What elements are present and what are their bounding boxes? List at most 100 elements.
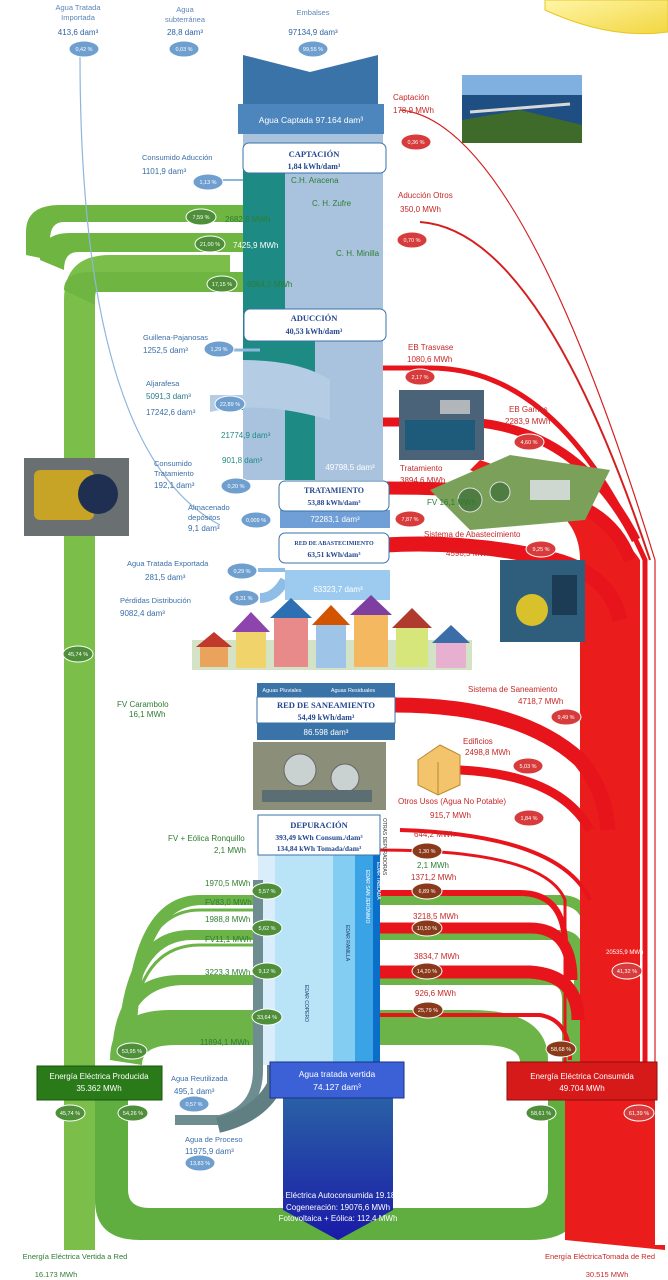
percent-badge-shape <box>297 40 329 58</box>
percent-badge-label: 0,42 % <box>75 47 92 53</box>
red-flow-captacion <box>399 109 656 1100</box>
edar-column-tablada <box>373 855 380 1065</box>
percent-badge: 0,009 % <box>240 511 272 529</box>
percent-badge: 4,60 % <box>513 433 545 451</box>
percent-badge-shape <box>611 962 643 980</box>
water-volume-72283 <box>280 510 390 528</box>
percent-badge-shape <box>525 540 557 558</box>
hydro-zufre-label: C. H. Zufre <box>312 199 352 208</box>
green-band-1970 <box>124 895 592 1070</box>
produced-line1: Energía Eléctrica Producida <box>49 1072 149 1081</box>
percent-badge: 13,83 % <box>184 1154 216 1172</box>
percent-badge: 10,50 % <box>411 919 443 937</box>
percent-badge-label: 2,17 % <box>411 375 428 381</box>
consumed-treatment-label1: Consumido <box>154 459 192 468</box>
distribution-volume: 63323,7 dam³ <box>313 585 363 594</box>
consumed-line2: 49.704 MWh <box>559 1084 604 1093</box>
percent-badge: 14,20 % <box>411 962 443 980</box>
green-band-fv11 <box>128 943 255 1061</box>
water-imported-flow <box>79 55 221 526</box>
red-main-column <box>470 460 640 1100</box>
percent-badge: 41,32 % <box>611 962 643 980</box>
percent-badge-label: 0,03 % <box>175 47 192 53</box>
flow-901: 901,8 dam³ <box>222 456 263 465</box>
percent-badge-label: 0,20 % <box>227 484 244 490</box>
percent-badge-shape <box>251 919 283 937</box>
percent-badge-shape <box>228 589 260 607</box>
percent-badge-label: 10,50 % <box>417 926 437 932</box>
process-label: Agua de Proceso <box>185 1135 243 1144</box>
red-consumed-vertical-band <box>565 1100 665 1250</box>
percent-badge-shape <box>168 40 200 58</box>
percent-badge-shape <box>411 962 443 980</box>
aljarafe-value2: 17242,6 dam³ <box>146 408 196 417</box>
percent-badge: 5,03 % <box>512 757 544 775</box>
percent-badge-shape <box>513 809 545 827</box>
edar-column-ranilla <box>333 855 355 1065</box>
percent-badge-shape <box>54 1104 86 1122</box>
aljarafe-label: Aljarafesa <box>146 379 180 388</box>
edar-3218-value: 3218,5 MWh <box>413 912 458 921</box>
dam-photo <box>462 75 582 143</box>
percent-badge-label: 33,64 % <box>257 1015 277 1021</box>
percent-badge-shape <box>404 368 436 386</box>
edar-2-1-value: 2,1 MWh <box>417 861 449 870</box>
percent-badge-shape <box>194 235 226 253</box>
discharged-box: Agua tratada vertida 74.127 dam³ <box>269 1061 405 1099</box>
edar-copero-label: EDAR COPERO <box>303 985 309 1022</box>
percent-badge: 1,84 % <box>513 809 545 827</box>
percent-badge-shape <box>62 645 94 663</box>
percent-badge: 5,57 % <box>251 882 283 900</box>
cog-1970-value: 1970,5 MWh <box>205 879 250 888</box>
red-flow-edificios <box>459 765 594 833</box>
ground-value: 28,8 dam³ <box>167 28 203 37</box>
percent-badge-label: 61,39 % <box>629 1111 649 1117</box>
percent-badge: 45,74 % <box>62 645 94 663</box>
saneamiento-volume: 86.598 dam³ <box>304 728 349 737</box>
percent-badge-shape <box>203 340 235 358</box>
agua-captada-box <box>238 104 384 134</box>
percent-badge-shape <box>214 395 246 413</box>
red-flow-gamas <box>300 417 641 543</box>
pump-photo <box>24 458 129 536</box>
houses-illustration <box>192 595 472 670</box>
consumed-treatment-label2: Tratamiento <box>154 469 194 478</box>
percent-badge-shape <box>185 208 217 226</box>
percent-badge: 58,61 % <box>525 1104 557 1122</box>
vertida-label: Energía Eléctrica Vertida a Red <box>23 1252 128 1261</box>
percent-badge-label: 1,30 % <box>418 849 435 855</box>
edar-column-copero <box>275 855 333 1065</box>
aljarafe-value1: 5091,3 dam³ <box>146 392 191 401</box>
red-flow-saneamiento <box>394 697 616 831</box>
abastecimiento-energy-value: 4598,5 MWh <box>446 549 491 558</box>
ground-label2: subterránea <box>165 15 206 24</box>
edar-1371-value: 1371,2 MWh <box>411 873 456 882</box>
edar-926-value: 926,6 MWh <box>415 989 456 998</box>
flow-49798: 49798,5 dam³ <box>325 463 375 472</box>
consumed-line1: Energía Eléctrica Consumida <box>530 1072 634 1081</box>
percent-badge-shape <box>400 133 432 151</box>
water-saneamiento-band <box>257 683 395 697</box>
water-losses-flow <box>259 577 290 603</box>
percent-badge-shape <box>251 1008 283 1026</box>
eb-trasvase-label: EB Trasvase <box>408 343 454 352</box>
aduccion-otros-label: Aducción Otros <box>398 191 453 200</box>
percent-badge-shape <box>117 1104 149 1122</box>
percent-badge: 0,20 % <box>220 477 252 495</box>
percent-badge-label: 9,49 % <box>557 715 574 721</box>
tratamiento-energy-label: Tratamiento <box>400 464 443 473</box>
percent-badge-label: 25,79 % <box>418 1008 438 1014</box>
imported-label2: Importada <box>61 13 96 22</box>
agua-captada-label: Agua Captada 97.164 dam³ <box>259 115 364 125</box>
percent-badge-shape <box>206 275 238 293</box>
percent-badge-shape <box>411 919 443 937</box>
percent-badge-label: 45,74 % <box>68 652 88 658</box>
fv-eolica-value: 2,1 MWh <box>214 846 246 855</box>
percent-badge-shape <box>226 562 258 580</box>
tomada-label: Energía EléctricaTomada de Red <box>545 1252 655 1261</box>
percent-badge-label: 53,95 % <box>122 1049 142 1055</box>
eb-gamas-label: EB Gamas <box>509 405 548 414</box>
percent-badge-label: 1,29 % <box>210 347 227 353</box>
tratamiento-box: TRATAMIENTO 53,88 kWh/dam³ <box>278 480 390 512</box>
hydro-zufre-value: 7425,9 MWh <box>233 241 278 250</box>
